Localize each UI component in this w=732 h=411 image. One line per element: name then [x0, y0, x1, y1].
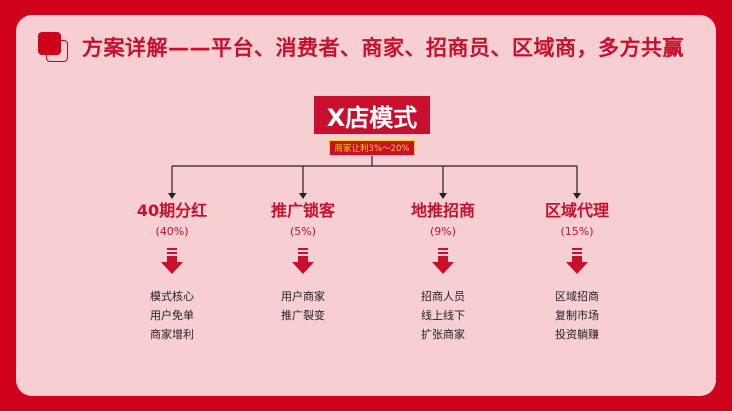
- down-arrow-icon: [292, 248, 314, 274]
- column-title: 推广锁客: [270, 201, 335, 220]
- list-item: 商家增利: [150, 328, 194, 341]
- model-title-box: X店模式: [314, 96, 430, 134]
- list-item: 扩张商家: [421, 328, 465, 341]
- column-title: 地推招商: [410, 201, 475, 220]
- list-item: 用户商家: [281, 290, 325, 303]
- list-item: 招商人员: [421, 290, 465, 303]
- page-title: 方案详解——平台、消费者、商家、招商员、区域商，多方共赢: [82, 36, 684, 60]
- column-percent: (5%): [289, 225, 317, 238]
- list-item: 区域招商: [555, 290, 599, 303]
- column-merchant-recruit: 地推招商 (9%) 招商人员 线上线下 扩张商家: [383, 200, 503, 344]
- down-arrow-icon: [432, 248, 454, 274]
- profit-badge: 商家让利3%～20%: [329, 140, 415, 156]
- content-card: [16, 15, 716, 396]
- column-title: 40期分红: [136, 201, 208, 220]
- column-promotion: 推广锁客 (5%) 用户商家 推广裂变: [243, 200, 363, 325]
- column-percent: (9%): [429, 225, 457, 238]
- column-title: 区域代理: [544, 201, 609, 220]
- list-item: 推广裂变: [281, 309, 325, 322]
- list-item: 复制市场: [555, 309, 599, 322]
- list-item: 用户免单: [150, 309, 194, 322]
- logo-icon: [38, 32, 68, 62]
- down-arrow-icon: [161, 248, 183, 274]
- list-item: 模式核心: [150, 290, 194, 303]
- column-percent: (40%): [155, 225, 189, 238]
- down-arrow-icon: [566, 248, 588, 274]
- list-item: 线上线下: [421, 309, 465, 322]
- column-regional-agent: 区域代理 (15%) 区域招商 复制市场 投资躺赚: [517, 200, 637, 344]
- list-item: 投资躺赚: [555, 328, 599, 341]
- column-dividend: 40期分红 (40%) 模式核心 用户免单 商家增利: [112, 200, 232, 344]
- column-percent: (15%): [560, 225, 594, 238]
